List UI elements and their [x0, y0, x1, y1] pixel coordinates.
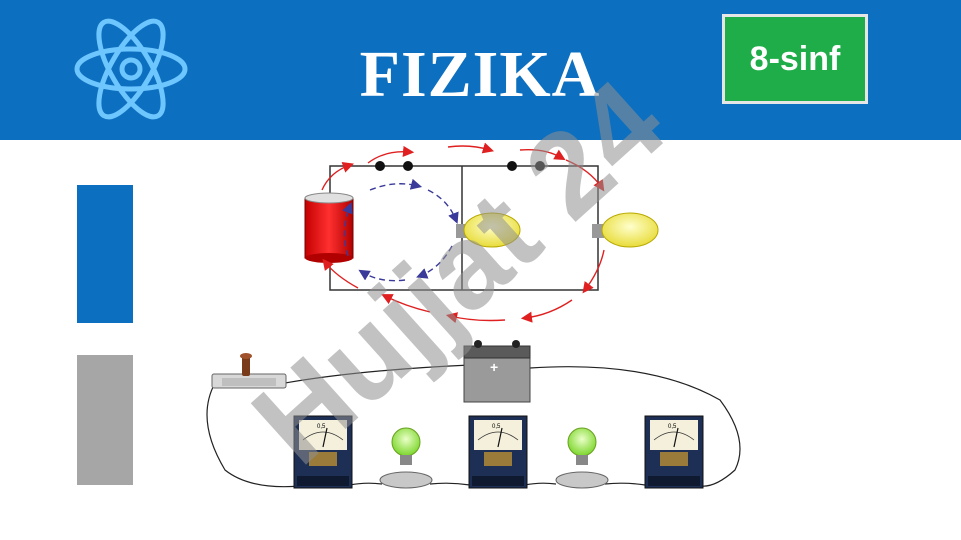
- battery-plus-sign: +: [490, 359, 498, 375]
- meter-scale-label: 0,5: [668, 424, 677, 430]
- grade-badge: 8-sinf: [722, 14, 868, 104]
- battery-cell: [304, 192, 354, 263]
- junction-dot: [535, 161, 545, 171]
- page-title: FIZIKA: [359, 38, 601, 111]
- junction-dot: [375, 161, 385, 171]
- ammeter: 0,5: [644, 415, 704, 489]
- circuit-diagram: [304, 142, 659, 324]
- blue-accent-bar: [77, 185, 133, 323]
- gray-accent-bar: [77, 355, 133, 485]
- light-bulb: [456, 212, 521, 248]
- light-bulb: [379, 427, 433, 489]
- light-bulb: [592, 212, 659, 248]
- light-bulb: [555, 427, 609, 489]
- meter-scale-label: 0,5: [317, 424, 326, 430]
- junction-dot: [403, 161, 413, 171]
- circuit-illustration: + 0,5 0,5 0,5: [206, 142, 741, 489]
- junction-dot: [507, 161, 517, 171]
- atom-icon: [74, 18, 188, 120]
- switch-key: [211, 353, 287, 389]
- battery-box: +: [463, 340, 531, 403]
- ammeter: 0,5: [293, 415, 353, 489]
- ammeter: 0,5: [468, 415, 528, 489]
- meter-scale-label: 0,5: [492, 424, 501, 430]
- series-circuit-apparatus: + 0,5 0,5 0,5: [206, 340, 741, 489]
